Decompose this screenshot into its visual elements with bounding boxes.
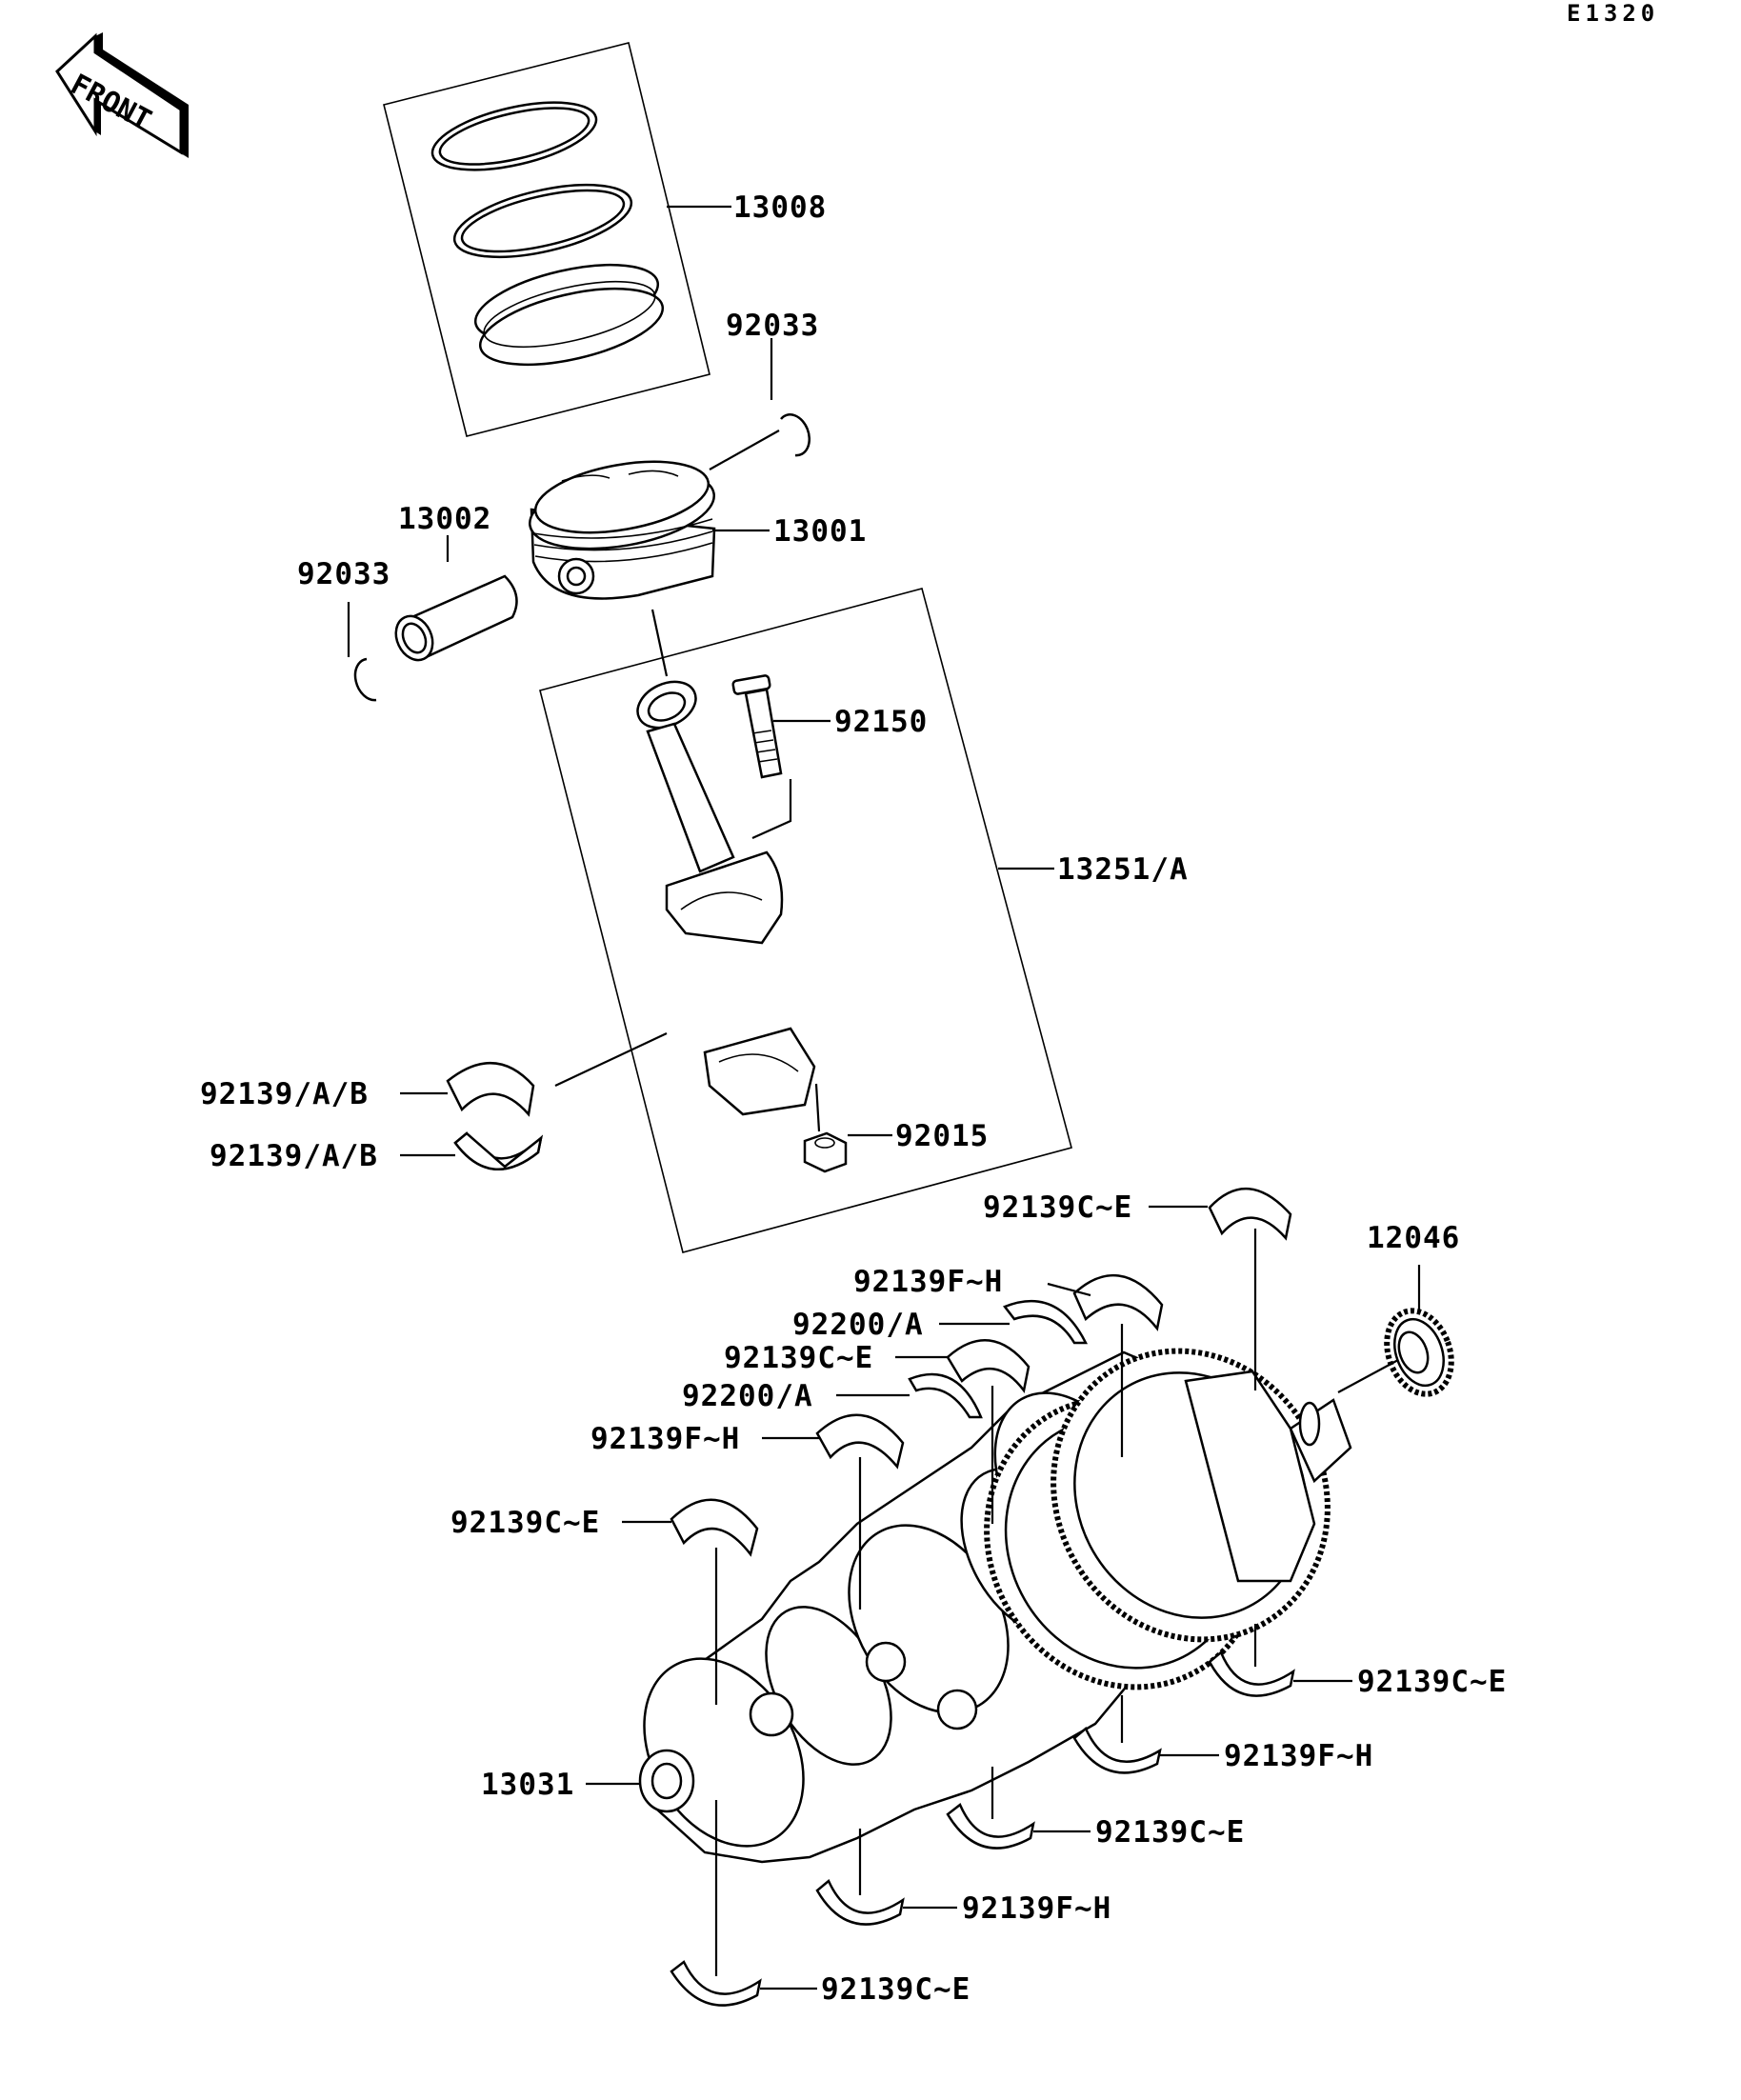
main-bearing-upper-2-icon <box>1072 1273 1164 1331</box>
snap-ring-left-icon <box>353 657 377 702</box>
callout-snap-ring-left[interactable]: 92033 <box>297 557 390 591</box>
connecting-rod-group <box>539 588 1072 1253</box>
main-bearing-upper-5-icon <box>670 1498 759 1557</box>
callout-main-bearing-upper-2[interactable]: 92139F~H <box>853 1265 1003 1299</box>
callout-conrod-nut[interactable]: 92015 <box>895 1119 989 1153</box>
main-bearing-lower-2-icon <box>1072 1726 1162 1774</box>
piston-ring-set-group <box>383 42 710 437</box>
main-bearing-lower-1-icon <box>1208 1650 1295 1697</box>
crank-gear-icon <box>1384 1308 1454 1397</box>
callout-thrust-washer-1[interactable]: 92200/A <box>792 1308 924 1342</box>
conrod-bearing-upper-icon <box>446 1061 535 1117</box>
thrust-washer-2-icon <box>908 1372 983 1419</box>
callout-labels: 13008 92033 13001 13002 92033 92150 1325… <box>200 190 1507 2007</box>
callout-crank-gear[interactable]: 12046 <box>1367 1221 1460 1255</box>
callout-main-bearing-upper-4[interactable]: 92139F~H <box>590 1422 740 1456</box>
diagram-code: E1320 <box>1567 0 1659 27</box>
bearing-connector-lines <box>714 1229 1257 1976</box>
callout-snap-ring-right[interactable]: 92033 <box>726 309 819 343</box>
thrust-washer-1-icon <box>1003 1299 1089 1345</box>
callout-conrod-bolt[interactable]: 92150 <box>834 705 928 739</box>
snap-ring-right-icon <box>780 413 811 457</box>
main-bearing-lower-5-icon <box>670 1960 762 2007</box>
callout-piston-pin[interactable]: 13002 <box>398 502 491 536</box>
main-bearing-lower-3-icon <box>946 1803 1035 1850</box>
main-bearing-upper-3-icon <box>946 1338 1031 1393</box>
callout-main-bearing-lower-3[interactable]: 92139C~E <box>1095 1815 1245 1850</box>
piston-drawing <box>529 460 716 600</box>
main-bearing-upper-4-icon <box>815 1413 905 1470</box>
callout-conrod-bearing-lower[interactable]: 92139/A/B <box>210 1139 378 1173</box>
conrod-bearing-lower-icon <box>453 1131 543 1171</box>
callout-main-bearing-lower-1[interactable]: 92139C~E <box>1357 1665 1507 1699</box>
callout-connecting-rod[interactable]: 13251/A <box>1057 852 1189 887</box>
piston-pin-drawing <box>394 574 518 662</box>
crankshaft-drawing <box>638 1348 1352 1864</box>
callout-main-bearing-upper-1[interactable]: 92139C~E <box>983 1190 1132 1225</box>
callout-main-bearing-lower-5[interactable]: 92139C~E <box>821 1972 971 2007</box>
front-arrow-icon: FRONT <box>55 32 189 158</box>
callout-main-bearing-lower-4[interactable]: 92139F~H <box>962 1891 1111 1926</box>
main-bearing-lower-4-icon <box>815 1878 905 1926</box>
leader-lines <box>347 205 1421 1990</box>
callout-piston[interactable]: 13001 <box>773 514 867 549</box>
main-bearing-upper-1-icon <box>1208 1187 1292 1241</box>
callout-crankshaft[interactable]: 13031 <box>481 1768 574 1802</box>
callout-main-bearing-upper-5[interactable]: 92139C~E <box>450 1506 600 1540</box>
callout-main-bearing-lower-2[interactable]: 92139F~H <box>1224 1739 1373 1773</box>
callout-conrod-bearing-upper[interactable]: 92139/A/B <box>200 1077 369 1111</box>
callout-piston-ring-set[interactable]: 13008 <box>733 190 827 225</box>
callout-thrust-washer-2[interactable]: 92200/A <box>682 1379 813 1413</box>
callout-main-bearing-upper-3[interactable]: 92139C~E <box>724 1341 873 1375</box>
